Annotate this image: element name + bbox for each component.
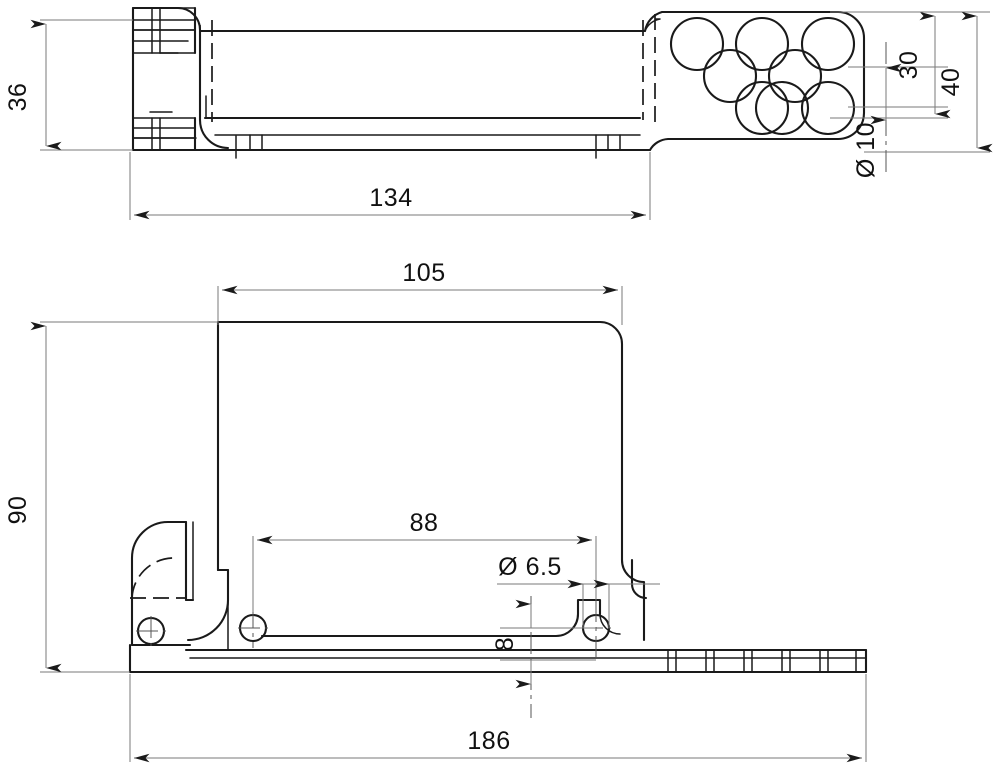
- dimension-dia-10: Ø 10: [852, 42, 902, 178]
- side-elevation-view: [131, 6, 866, 159]
- dimension-186-label: 186: [467, 727, 510, 755]
- plan-view-main-outline: [128, 320, 868, 674]
- dimension-40-label: 40: [937, 68, 965, 97]
- vent-hole-extra: [754, 80, 809, 136]
- dimension-36: 36: [4, 19, 133, 151]
- dimension-dia-10-label: Ø 10: [852, 122, 880, 178]
- hidden-edges-top-view: [199, 14, 656, 126]
- rib-pattern: [667, 649, 857, 673]
- dimension-90: 90: [4, 321, 218, 673]
- dimension-30-label: 30: [895, 51, 923, 80]
- plan-view: [128, 320, 868, 674]
- dimension-8-label: 8: [491, 637, 519, 651]
- dimension-90-label: 90: [4, 496, 32, 525]
- dimension-36-label: 36: [4, 83, 32, 112]
- dimension-8: 8: [491, 596, 596, 718]
- dimension-dia-6-5-label: Ø 6.5: [498, 553, 562, 581]
- vent-hole-pattern: [669, 16, 856, 136]
- dimension-134-label: 134: [369, 184, 412, 212]
- dimension-dia-6-5: Ø 6.5: [497, 553, 660, 628]
- dimension-134: 134: [129, 152, 651, 220]
- dimension-40: 40: [864, 11, 993, 153]
- dimension-88: 88: [252, 509, 597, 612]
- dimension-105: 105: [217, 259, 623, 325]
- dimension-186: 186: [129, 674, 867, 763]
- mounting-hole-right: [581, 600, 611, 662]
- perforated-plate-outline: [643, 10, 866, 152]
- dimension-105-label: 105: [402, 259, 445, 287]
- side-elevation-outline: [131, 6, 652, 152]
- dimension-88-label: 88: [410, 509, 439, 537]
- bottom-flange-ticks-top-view: [235, 134, 621, 159]
- pivot-lug-detail: [130, 520, 230, 651]
- left-bracket-detail-top-view: [132, 6, 197, 152]
